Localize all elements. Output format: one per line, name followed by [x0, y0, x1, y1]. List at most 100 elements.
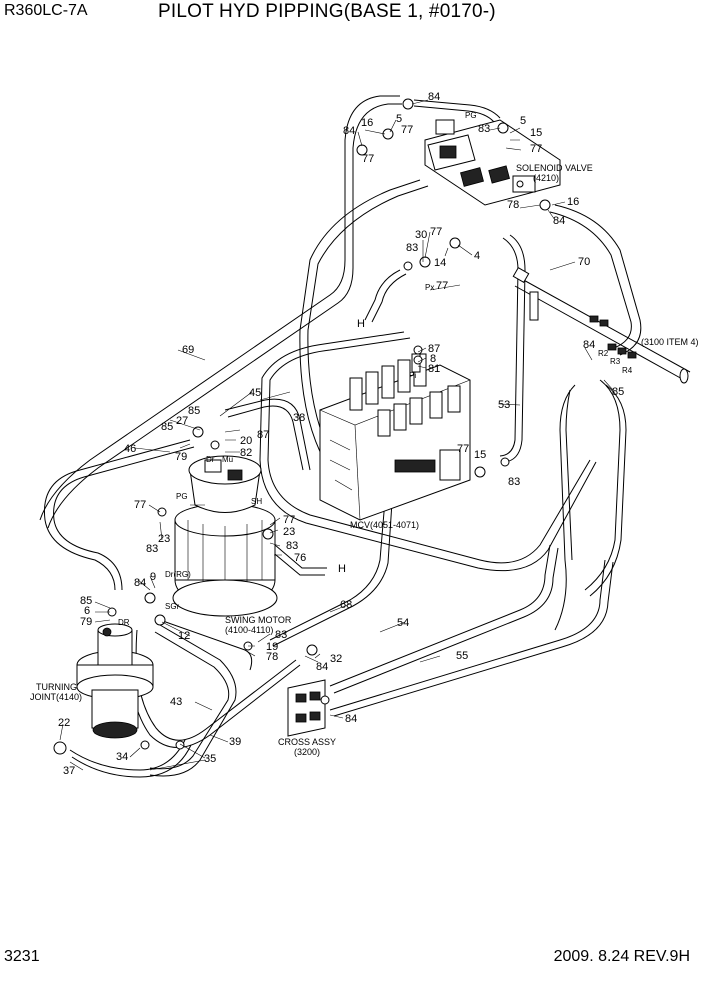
- callout-34: 34: [116, 751, 128, 763]
- main-control-valve: MCV(4051-4071) Px Pi: [319, 283, 471, 530]
- callout-69: 69: [182, 344, 194, 356]
- item-4-ref: (3100 ITEM 4): [641, 337, 699, 347]
- callout-83: 83: [275, 629, 287, 641]
- cross-assy-ref: (3200): [294, 747, 320, 757]
- cross-assy: CROSS ASSY (3200): [278, 679, 336, 757]
- callout-19: 19: [266, 641, 278, 653]
- revision-date: 2009. 8.24 REV.9H: [553, 948, 690, 965]
- model-number: R360LC-7A: [4, 2, 88, 19]
- callout-32: 32: [330, 653, 342, 665]
- callout-5: 5: [520, 115, 526, 127]
- callout-38: 38: [293, 412, 305, 424]
- callout-84: 84: [345, 713, 357, 725]
- callout-22: 22: [58, 717, 70, 729]
- callout-39: 39: [229, 736, 241, 748]
- port-mu: Mu: [222, 455, 233, 464]
- callout-87: 87: [257, 429, 269, 441]
- callout-53: 53: [498, 399, 510, 411]
- callout-37: 37: [63, 765, 75, 777]
- swing-motor-ref: (4100-4110): [225, 625, 273, 635]
- port-r4: R4: [622, 366, 633, 375]
- port-px: Px: [425, 283, 434, 292]
- callout-16: 16: [567, 196, 579, 208]
- callout-leaders: [59, 99, 614, 771]
- callout-35: 35: [204, 753, 216, 765]
- callout-77: 77: [401, 124, 413, 136]
- callout-27: 27: [176, 415, 188, 427]
- callout-9: 9: [150, 571, 156, 583]
- solenoid-valve: SOLENOID VALVE (4210) PG: [424, 111, 593, 206]
- callout-84: 84: [316, 661, 328, 673]
- callout-6: 6: [84, 605, 90, 617]
- callout-5: 5: [396, 113, 402, 125]
- callout-85: 85: [161, 421, 173, 433]
- callout-79: 79: [175, 451, 187, 463]
- callout-83: 83: [146, 543, 158, 555]
- callout-46: 46: [124, 443, 136, 455]
- callout-30: 30: [415, 229, 427, 241]
- callout-85: 85: [80, 595, 92, 607]
- callout-23: 23: [158, 533, 170, 545]
- mcv-label: MCV(4051-4071): [350, 520, 419, 530]
- callout-77: 77: [457, 443, 469, 455]
- swing-motor-label: SWING MOTOR: [225, 615, 292, 625]
- callout-78: 78: [507, 199, 519, 211]
- callout-23: 23: [283, 526, 295, 538]
- hose-69-outer: [47, 103, 402, 529]
- port-dr-turning: DR: [118, 618, 130, 627]
- hose-h-lower-label: H: [338, 563, 346, 575]
- callout-77: 77: [134, 499, 146, 511]
- callout-15: 15: [530, 127, 542, 139]
- port-sgr: SGr: [165, 602, 180, 611]
- callout-70: 70: [578, 256, 590, 268]
- callout-14: 14: [434, 257, 446, 269]
- callout-54: 54: [397, 617, 409, 629]
- callout-4: 4: [474, 250, 480, 262]
- callout-84: 84: [134, 577, 146, 589]
- fittings: (3100 ITEM 4) R2 R3 R4 H H: [53, 98, 699, 755]
- callout-83: 83: [286, 540, 298, 552]
- callout-numbers: 84 5 77 84 16 77 83 5 15 77 78 16 84 30 …: [58, 91, 624, 777]
- port-pi: Pi: [409, 371, 416, 380]
- solenoid-valve-ref: (4210): [533, 173, 559, 183]
- page-title: PILOT HYD PIPPING(BASE 1, #0170-): [158, 1, 496, 22]
- port-dr-rg: Dr(RG): [165, 570, 191, 579]
- solenoid-valve-label: SOLENOID VALVE: [516, 163, 593, 173]
- callout-79: 79: [80, 616, 92, 628]
- callout-15: 15: [474, 449, 486, 461]
- callout-84: 84: [553, 215, 565, 227]
- callout-16: 16: [361, 117, 373, 129]
- callout-77: 77: [362, 153, 374, 165]
- turning-joint-label: TURNING: [36, 682, 77, 692]
- turning-joint: TURNING JOINT(4140) DR: [30, 618, 154, 739]
- page-number: 3231: [4, 948, 40, 965]
- callout-43: 43: [170, 696, 182, 708]
- port-r3: R3: [610, 357, 621, 366]
- cross-assy-label: CROSS ASSY: [278, 737, 336, 747]
- callout-12: 12: [178, 630, 190, 642]
- callout-83: 83: [406, 242, 418, 254]
- port-pg: PG: [176, 492, 188, 501]
- callout-68: 68: [340, 599, 352, 611]
- callout-20: 20: [240, 435, 252, 447]
- callout-84: 84: [428, 91, 440, 103]
- port-dr: Dr: [206, 455, 215, 464]
- callout-8: 8: [430, 353, 436, 365]
- port-pg-top: PG: [465, 111, 477, 120]
- callout-84: 84: [583, 339, 595, 351]
- callout-77: 77: [430, 226, 442, 238]
- callout-87: 87: [428, 343, 440, 355]
- callout-77: 77: [530, 143, 542, 155]
- hose-h-upper-label: H: [357, 318, 365, 330]
- callout-77: 77: [283, 514, 295, 526]
- callout-85: 85: [188, 405, 200, 417]
- callout-77: 77: [436, 280, 448, 292]
- callout-78: 78: [266, 651, 278, 663]
- turning-joint-ref: JOINT(4140): [30, 692, 82, 702]
- hose-69: [39, 95, 400, 521]
- port-sh: SH: [251, 497, 262, 506]
- callout-82: 82: [240, 447, 252, 459]
- callout-83: 83: [478, 123, 490, 135]
- callout-83: 83: [508, 476, 520, 488]
